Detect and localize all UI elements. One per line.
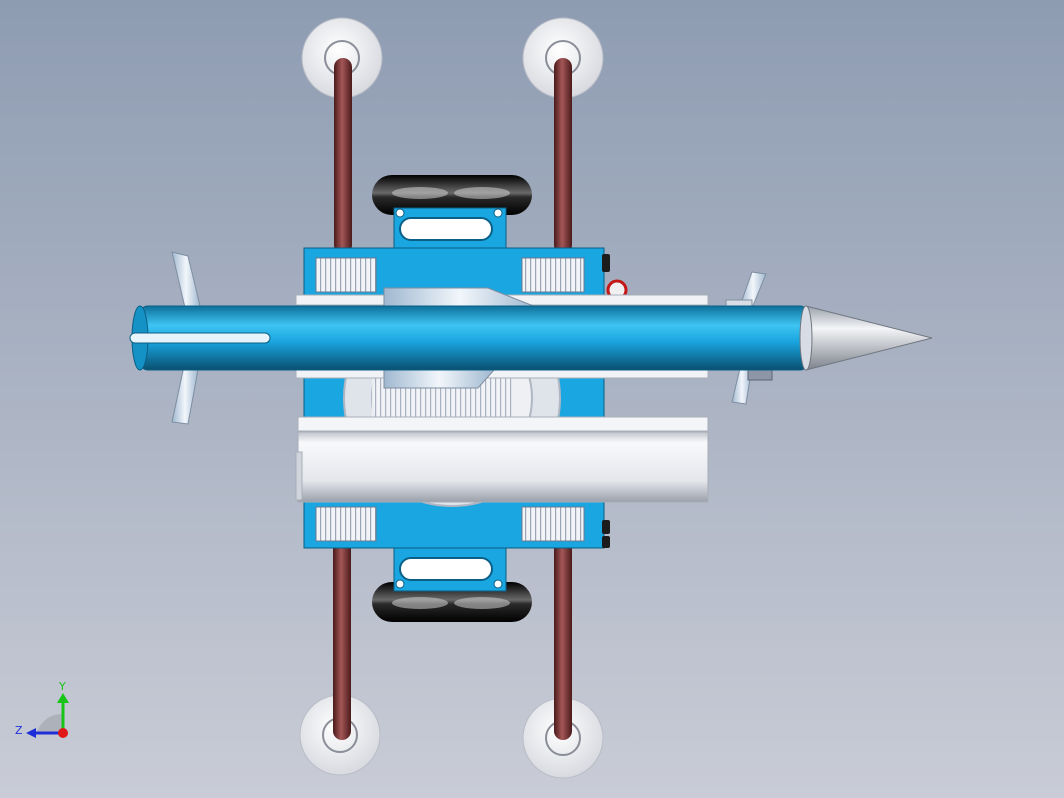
side-knob-mid <box>602 520 610 534</box>
triad-y-arrow <box>57 693 69 703</box>
triad-z-arrow <box>26 728 36 738</box>
triad-arc <box>37 713 63 732</box>
vent-grille-top-left <box>315 257 377 293</box>
track-top[interactable] <box>372 175 532 215</box>
triad-x-axis-dot <box>58 728 68 738</box>
triad-y-label: Y <box>58 680 66 693</box>
launch-tube[interactable] <box>295 416 709 503</box>
side-knob-top <box>602 254 610 272</box>
rod-bottom-right <box>554 540 572 740</box>
side-knob-bottom <box>602 536 610 548</box>
rod-bottom-left <box>333 540 351 740</box>
vent-grille-bottom-right <box>521 506 585 542</box>
vent-grille-bottom-left <box>315 506 377 542</box>
track-bottom[interactable] <box>372 582 532 622</box>
rod-top-right <box>554 58 572 254</box>
rod-top-left <box>334 58 352 254</box>
missile-tail-slot <box>129 332 271 344</box>
chassis[interactable] <box>303 207 628 592</box>
triad-z-label: Z <box>15 724 23 737</box>
missile-mid-wing-lower <box>383 369 496 389</box>
chassis-slot-bottom <box>399 557 493 581</box>
missile[interactable] <box>129 251 933 425</box>
chassis-slot-top <box>399 217 493 241</box>
coordinate-triad: Y Z <box>15 680 69 738</box>
wheel-top-left[interactable] <box>301 17 383 99</box>
vent-grille-top-right <box>521 257 585 293</box>
